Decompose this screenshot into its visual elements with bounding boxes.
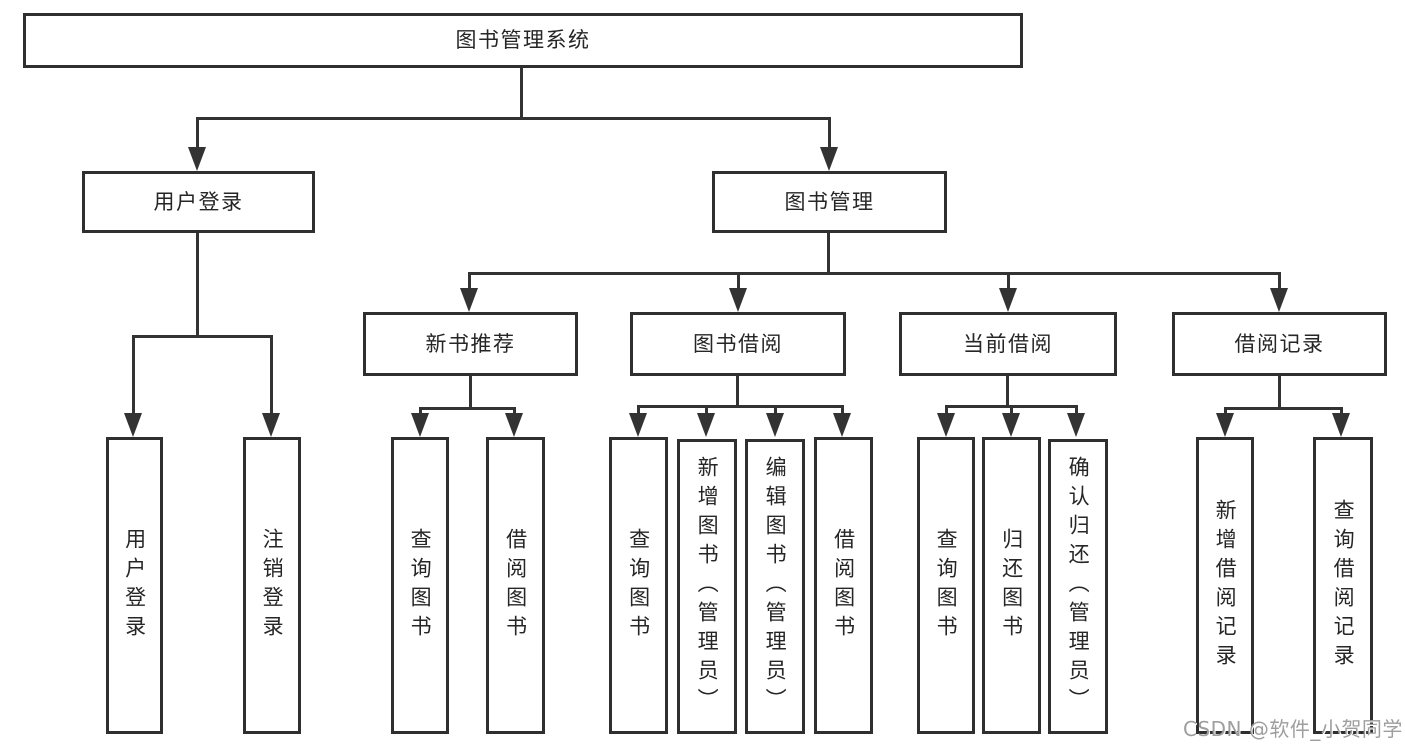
leaf-add-books-admin: 新增图书（管理员）: [677, 439, 737, 734]
connector-shaft: [1340, 407, 1343, 417]
leaf-recommend-query-books: 查询图书: [391, 437, 449, 734]
arrowhead-down-icon: [505, 413, 523, 437]
leaf-return-books-label: 归还图书: [999, 527, 1024, 644]
connector-shaft-leaf-logout: [270, 335, 273, 415]
connector-shaft: [1010, 405, 1013, 417]
node-root-label: 图书管理系统: [455, 28, 591, 52]
leaf-borrow-books-label: 借阅图书: [831, 527, 856, 644]
arrowhead-down-icon: [188, 147, 206, 171]
node-user-login: 用户登录: [82, 171, 315, 233]
leaf-add-borrow-record-label: 新增借阅记录: [1213, 498, 1238, 673]
leaf-borrow-books: 借阅图书: [814, 437, 873, 734]
connector-shaft-book-management: [828, 117, 831, 149]
leaf-recommend-query-books-label: 查询图书: [408, 527, 433, 644]
node-current-borrow-label: 当前借阅: [963, 331, 1053, 356]
leaf-query-borrow-record-label: 查询借阅记录: [1331, 498, 1356, 673]
arrowhead-down-icon: [262, 413, 280, 437]
connector-split-book-borrow: [637, 405, 844, 408]
leaf-borrow-query-books-label: 查询图书: [626, 527, 651, 644]
arrowhead-down-icon: [999, 288, 1017, 312]
connector-shaft: [1224, 407, 1227, 417]
connector-shaft-user-login: [196, 117, 199, 149]
connector-shaft: [774, 405, 777, 417]
arrowhead-down-icon: [833, 413, 851, 437]
connector-book-borrow-stem: [736, 376, 739, 405]
connector-shaft: [1075, 405, 1078, 417]
leaf-current-query-books: 查询图书: [917, 437, 975, 734]
node-root: 图书管理系统: [23, 13, 1023, 68]
arrowhead-down-icon: [1270, 288, 1288, 312]
connector-shaft: [513, 407, 516, 417]
leaf-confirm-return-admin: 确认归还（管理员）: [1048, 439, 1108, 734]
connector-current-borrow-stem: [1006, 376, 1009, 405]
connector-split-borrow-records: [1224, 407, 1342, 410]
leaf-edit-books-admin: 编辑图书（管理员）: [745, 439, 805, 734]
node-book-management: 图书管理: [712, 171, 947, 233]
leaf-confirm-return-admin-label: 确认归还（管理员）: [1066, 456, 1091, 717]
connector-shaft-current-borrow: [1007, 272, 1010, 290]
arrowhead-down-icon: [937, 413, 955, 437]
node-new-book-recommend: 新书推荐: [363, 312, 578, 376]
arrowhead-down-icon: [629, 413, 647, 437]
connector-split-level3: [469, 272, 1281, 275]
arrowhead-down-icon: [460, 288, 478, 312]
node-current-borrow: 当前借阅: [899, 312, 1117, 376]
arrowhead-down-icon: [1002, 413, 1020, 437]
connector-shaft-borrow-records: [1278, 272, 1281, 290]
leaf-recommend-borrow-books-label: 借阅图书: [503, 527, 528, 644]
node-book-borrow: 图书借阅: [630, 312, 846, 376]
arrowhead-down-icon: [411, 413, 429, 437]
arrowhead-down-icon: [1332, 413, 1350, 437]
leaf-current-query-books-label: 查询图书: [934, 527, 959, 644]
arrowhead-down-icon: [1216, 413, 1234, 437]
leaf-user-login: 用户登录: [106, 437, 163, 734]
leaf-edit-books-admin-label: 编辑图书（管理员）: [763, 456, 788, 717]
arrowhead-down-icon: [766, 413, 784, 437]
connector-user-login-stem: [196, 233, 199, 335]
leaf-recommend-borrow-books: 借阅图书: [486, 437, 545, 734]
leaf-add-books-admin-label: 新增图书（管理员）: [695, 456, 720, 717]
connector-shaft: [419, 407, 422, 417]
arrowhead-down-icon: [820, 147, 838, 171]
connector-recommend-stem: [469, 376, 472, 407]
node-borrow-records: 借阅记录: [1172, 312, 1387, 376]
leaf-add-borrow-record: 新增借阅记录: [1196, 437, 1254, 734]
arrowhead-down-icon: [697, 413, 715, 437]
connector-book-management-stem: [827, 233, 830, 272]
leaf-logout-label: 注销登录: [260, 527, 285, 644]
connector-shaft: [705, 405, 708, 417]
connector-split-recommend: [419, 407, 516, 410]
connector-shaft: [637, 405, 640, 417]
node-new-book-recommend-label: 新书推荐: [425, 331, 516, 356]
leaf-logout: 注销登录: [243, 437, 301, 734]
leaf-query-borrow-record: 查询借阅记录: [1313, 437, 1373, 734]
leaf-user-login-label: 用户登录: [122, 527, 147, 644]
connector-shaft: [841, 405, 844, 417]
leaf-return-books: 归还图书: [982, 437, 1041, 734]
csdn-watermark: CSDN @软件_小贺同学: [1183, 717, 1403, 741]
leaf-borrow-query-books: 查询图书: [609, 437, 668, 734]
node-borrow-records-label: 借阅记录: [1234, 331, 1325, 356]
arrowhead-down-icon: [1067, 413, 1085, 437]
connector-split-level2: [196, 117, 831, 120]
connector-split-user-login: [132, 335, 273, 338]
arrowhead-down-icon: [729, 288, 747, 312]
arrowhead-down-icon: [124, 413, 142, 437]
connector-shaft-new-book-recommend: [468, 272, 471, 290]
connector-shaft-leaf-user-login: [132, 335, 135, 415]
connector-borrow-records-stem: [1278, 376, 1281, 407]
node-book-borrow-label: 图书借阅: [693, 331, 783, 356]
connector-shaft: [945, 405, 948, 417]
connector-root-stem: [520, 68, 523, 117]
node-book-management-label: 图书管理: [784, 189, 875, 214]
connector-shaft-book-borrow: [737, 272, 740, 290]
node-user-login-label: 用户登录: [153, 189, 244, 214]
